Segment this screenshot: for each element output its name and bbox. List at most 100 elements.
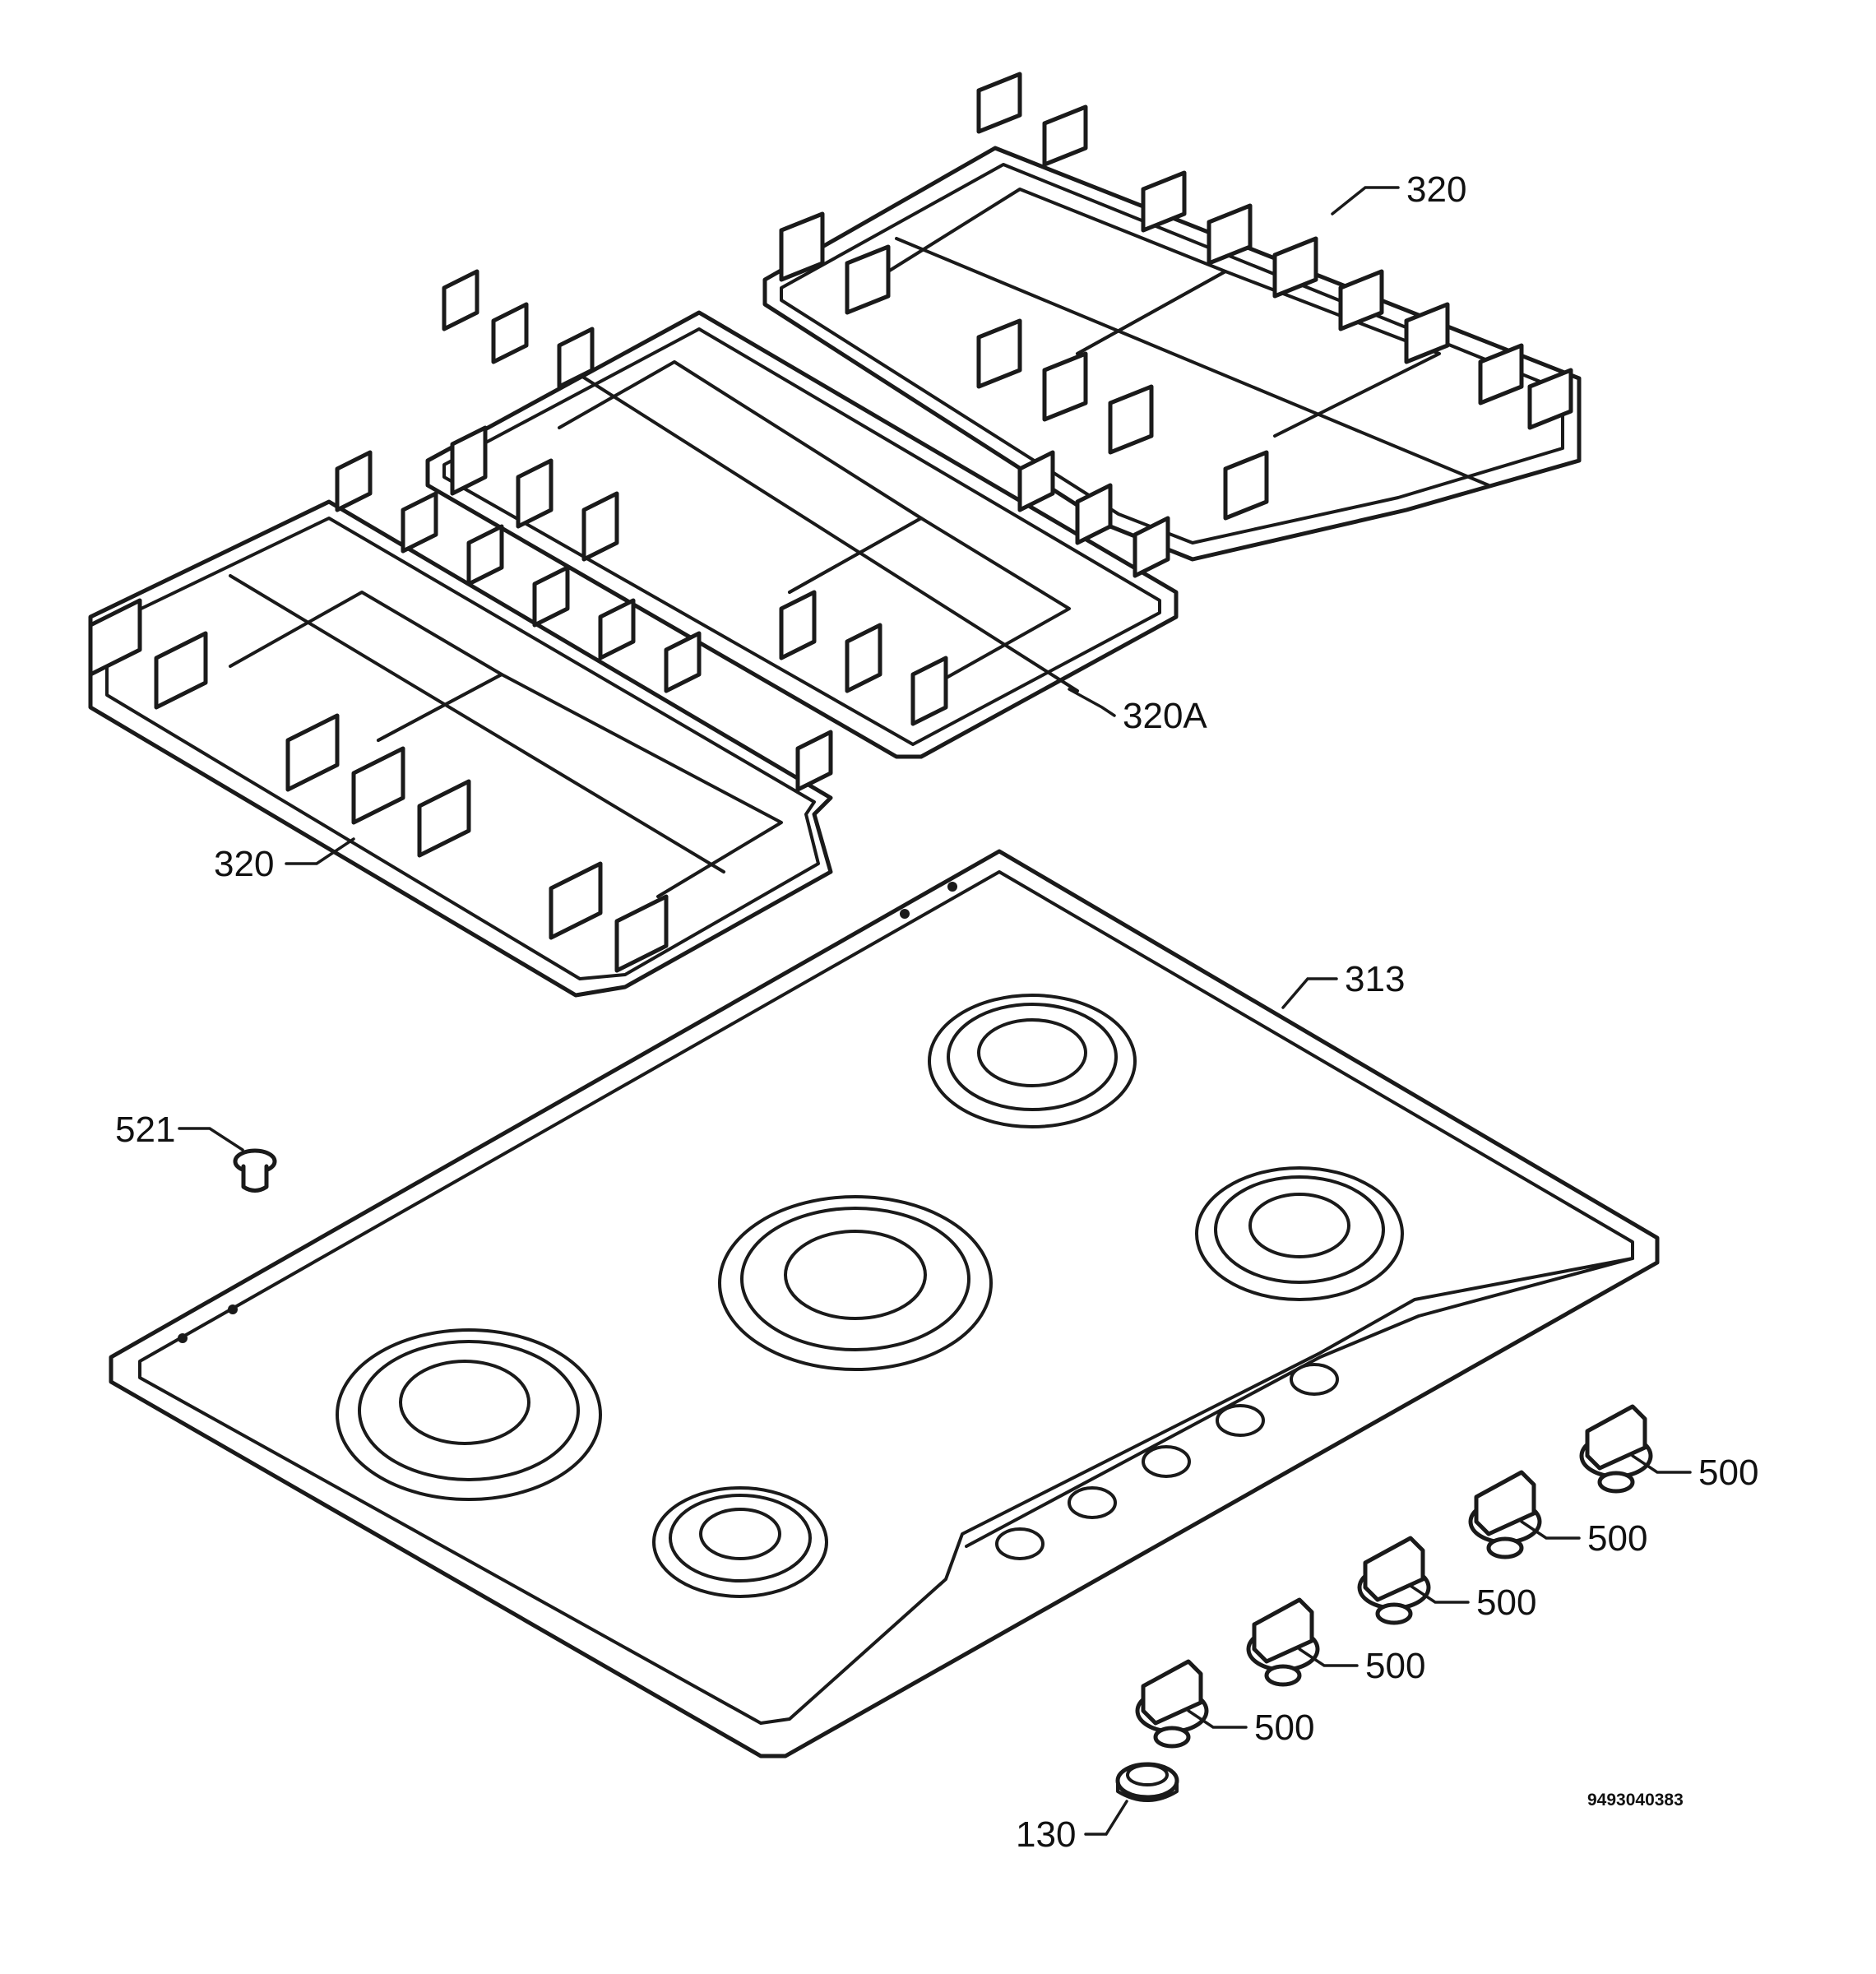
grate-middle-bar-long	[558, 360, 1079, 693]
label-hob-top: 313	[1345, 959, 1405, 999]
knob-5	[1579, 1404, 1653, 1494]
knob-3	[1357, 1536, 1431, 1625]
support	[1478, 343, 1524, 405]
support	[664, 631, 702, 693]
knob-hole	[1068, 1486, 1117, 1519]
knob-hole	[1290, 1363, 1339, 1396]
support	[598, 598, 636, 660]
burner-ring-mid	[358, 1340, 580, 1481]
grate-middle-frame	[425, 310, 1179, 759]
burner-left-large	[336, 1328, 602, 1501]
knob-stem	[1486, 1536, 1524, 1559]
label-screw: 521	[115, 1110, 175, 1150]
support	[450, 425, 488, 496]
burner-ring-mid	[947, 1003, 1118, 1111]
knob-2	[1246, 1597, 1320, 1687]
hob-top-screw-holes	[178, 882, 957, 1343]
ring-side	[1116, 1779, 1179, 1802]
knob-grip	[1141, 1659, 1203, 1726]
leader-500-4	[1520, 1520, 1581, 1540]
support	[1527, 368, 1573, 430]
support	[1272, 236, 1318, 299]
support	[401, 491, 438, 554]
knob-grip	[1474, 1470, 1536, 1536]
screw-hole	[947, 882, 957, 892]
support	[1042, 104, 1088, 167]
label-knob-5: 500	[1698, 1453, 1758, 1493]
knob-grip	[1252, 1597, 1314, 1664]
knob-hole	[1216, 1404, 1265, 1437]
grate-left-frame-inner	[105, 517, 820, 980]
label-knob-3: 500	[1476, 1582, 1536, 1623]
burner-ring-mid	[1214, 1175, 1385, 1284]
support	[779, 211, 825, 282]
support	[1108, 384, 1154, 455]
support	[442, 269, 479, 331]
drawing-number: 9493040383	[1587, 1791, 1684, 1810]
ring-inner	[1126, 1763, 1169, 1786]
burner-right	[1195, 1166, 1404, 1301]
knob-grip	[1363, 1536, 1425, 1602]
label-knob-2: 500	[1365, 1646, 1425, 1686]
knob-ring	[1115, 1762, 1179, 1802]
support	[154, 631, 208, 710]
leader-500-1	[1187, 1709, 1248, 1729]
knob-stem	[1597, 1471, 1635, 1494]
knob-hole	[995, 1527, 1045, 1560]
grate-left-bar-long	[229, 574, 725, 873]
support	[1404, 302, 1450, 364]
burner-back-center	[928, 994, 1137, 1128]
leader-521	[178, 1127, 244, 1152]
label-grate-right: 320	[1406, 169, 1466, 210]
support	[466, 524, 504, 586]
hob-top-inner-edge	[138, 870, 1634, 1725]
support	[1017, 450, 1055, 512]
grate-right	[762, 72, 1582, 562]
burner-ring-mid	[740, 1207, 970, 1351]
burner-ring-outer	[928, 994, 1137, 1128]
support	[845, 623, 882, 693]
grate-right-supports	[779, 72, 1573, 521]
leader-130	[1084, 1800, 1128, 1836]
grate-left-frame	[88, 499, 833, 998]
screw-hole	[900, 909, 910, 919]
burner-ring-inner	[784, 1230, 927, 1320]
hob-top-front-edge	[109, 1380, 762, 1758]
label-knob-ring: 130	[1016, 1814, 1076, 1855]
support	[795, 730, 833, 792]
hob-top-outline	[109, 849, 1660, 1759]
leader-313	[1281, 977, 1338, 1009]
screw-hole	[228, 1304, 238, 1314]
leader-500-5	[1631, 1454, 1692, 1474]
support	[1141, 170, 1187, 233]
burner-ring-inner	[1248, 1193, 1350, 1258]
burner-ring-outer	[336, 1328, 602, 1501]
grate-right-bar-long	[895, 237, 1490, 487]
ring-outer	[1115, 1762, 1179, 1800]
label-knob-1: 500	[1254, 1708, 1314, 1748]
burner-ring-outer	[718, 1195, 993, 1371]
support	[557, 327, 595, 389]
callout-labels: 320 320A 320 313 521 500 500 500 500 500…	[115, 169, 1758, 1855]
hob-top-panel-edge	[965, 1257, 1634, 1548]
support	[976, 72, 1022, 134]
support	[976, 318, 1022, 389]
screw	[233, 1148, 277, 1193]
support	[1338, 269, 1384, 331]
knob-1	[1135, 1659, 1209, 1749]
burner-ring-inner	[977, 1018, 1087, 1087]
hob-top	[109, 849, 1660, 1759]
leader-320a	[1068, 688, 1116, 717]
support	[1223, 450, 1269, 521]
support	[845, 244, 891, 315]
leader-lines	[178, 186, 1692, 1836]
leader-320-right	[1331, 186, 1400, 215]
knob-stem	[1264, 1664, 1302, 1687]
burner-front-small	[652, 1486, 828, 1598]
grate-middle-frame-inner	[442, 327, 1161, 746]
leader-320-left	[285, 837, 355, 865]
burner-ring-outer	[1195, 1166, 1404, 1301]
knob-grip	[1585, 1404, 1647, 1471]
knob-stem	[1375, 1602, 1413, 1625]
